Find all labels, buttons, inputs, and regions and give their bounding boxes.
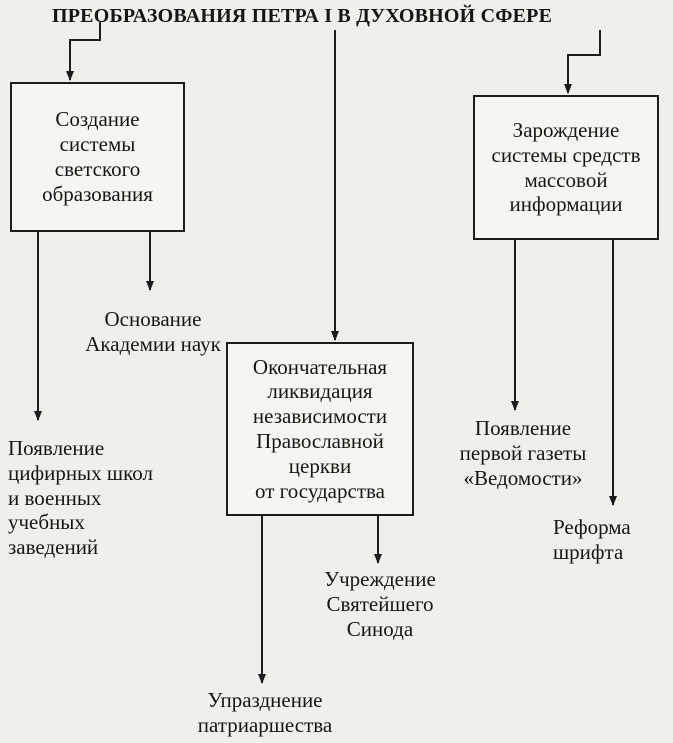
outcome-academy: Основание Академии наук bbox=[85, 307, 221, 356]
box-mass-media-label: Зарождение системы средств массовой инфо… bbox=[491, 117, 641, 217]
outcome-patriarchate: Упразднение патриаршества bbox=[197, 688, 333, 737]
box-secular-education-label: Создание системы светского образования bbox=[42, 107, 153, 206]
page-title: ПРЕОБРАЗОВАНИЯ ПЕТРА I В ДУХОВНОЙ СФЕРЕ bbox=[52, 5, 553, 27]
outcome-synod: Учреждение Святейшего Синода bbox=[324, 567, 436, 641]
arrow-title-to-media bbox=[564, 30, 601, 94]
outcome-vedomosti: Появление первой газеты «Ведомости» bbox=[459, 416, 587, 490]
outcome-font-reform: Реформа шрифта bbox=[553, 515, 631, 564]
arrow-title-to-education bbox=[66, 22, 101, 81]
box-church-liquidation: Окончательная ликвидация независимости П… bbox=[226, 342, 414, 516]
box-secular-education: Создание системы светского образования bbox=[10, 82, 185, 232]
outcome-cipher-schools: Появление цифирных школ и военных учебны… bbox=[8, 436, 153, 560]
box-church-liquidation-label: Окончательная ликвидация независимости П… bbox=[252, 354, 388, 503]
box-mass-media: Зарождение системы средств массовой инфо… bbox=[473, 95, 659, 240]
